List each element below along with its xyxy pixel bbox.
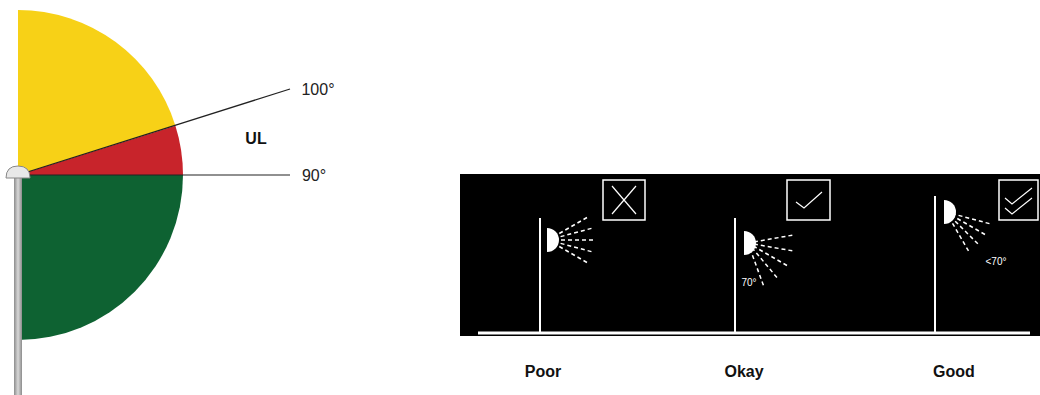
light-ray — [754, 235, 795, 242]
green-zone — [18, 175, 183, 340]
light-ray — [553, 216, 589, 237]
angle-label: <70° — [984, 256, 1009, 268]
light-ray — [554, 239, 596, 241]
check-box — [603, 180, 645, 220]
cross-mark — [612, 186, 636, 214]
pole — [734, 218, 736, 333]
rating-label: Okay — [724, 364, 763, 380]
check-mark — [796, 192, 822, 208]
lamp-head — [6, 166, 30, 178]
panel — [460, 174, 1040, 336]
lamp-head — [744, 231, 756, 255]
check-box — [999, 180, 1038, 220]
light-rays — [553, 214, 990, 289]
angle-label: 90° — [302, 168, 326, 184]
pole — [539, 218, 541, 333]
light-ray — [753, 246, 789, 267]
angle-label: 70° — [739, 277, 758, 289]
rating-label: Good — [933, 364, 975, 380]
pole — [934, 196, 936, 333]
pole — [14, 178, 22, 395]
cross-mark — [612, 186, 636, 214]
check-mark — [1005, 198, 1032, 214]
ground-line — [478, 332, 1030, 335]
light-ray — [553, 243, 589, 264]
light-ray — [951, 215, 986, 235]
angle-line — [18, 174, 290, 175]
angle-label: 100° — [301, 82, 334, 98]
angle-line — [18, 89, 290, 175]
light-ray — [950, 216, 978, 244]
zone-label: UL — [245, 131, 266, 147]
light-ray — [554, 228, 595, 239]
light-ray — [949, 217, 969, 252]
rating-label: Poor — [525, 364, 561, 380]
check-box — [787, 180, 830, 220]
